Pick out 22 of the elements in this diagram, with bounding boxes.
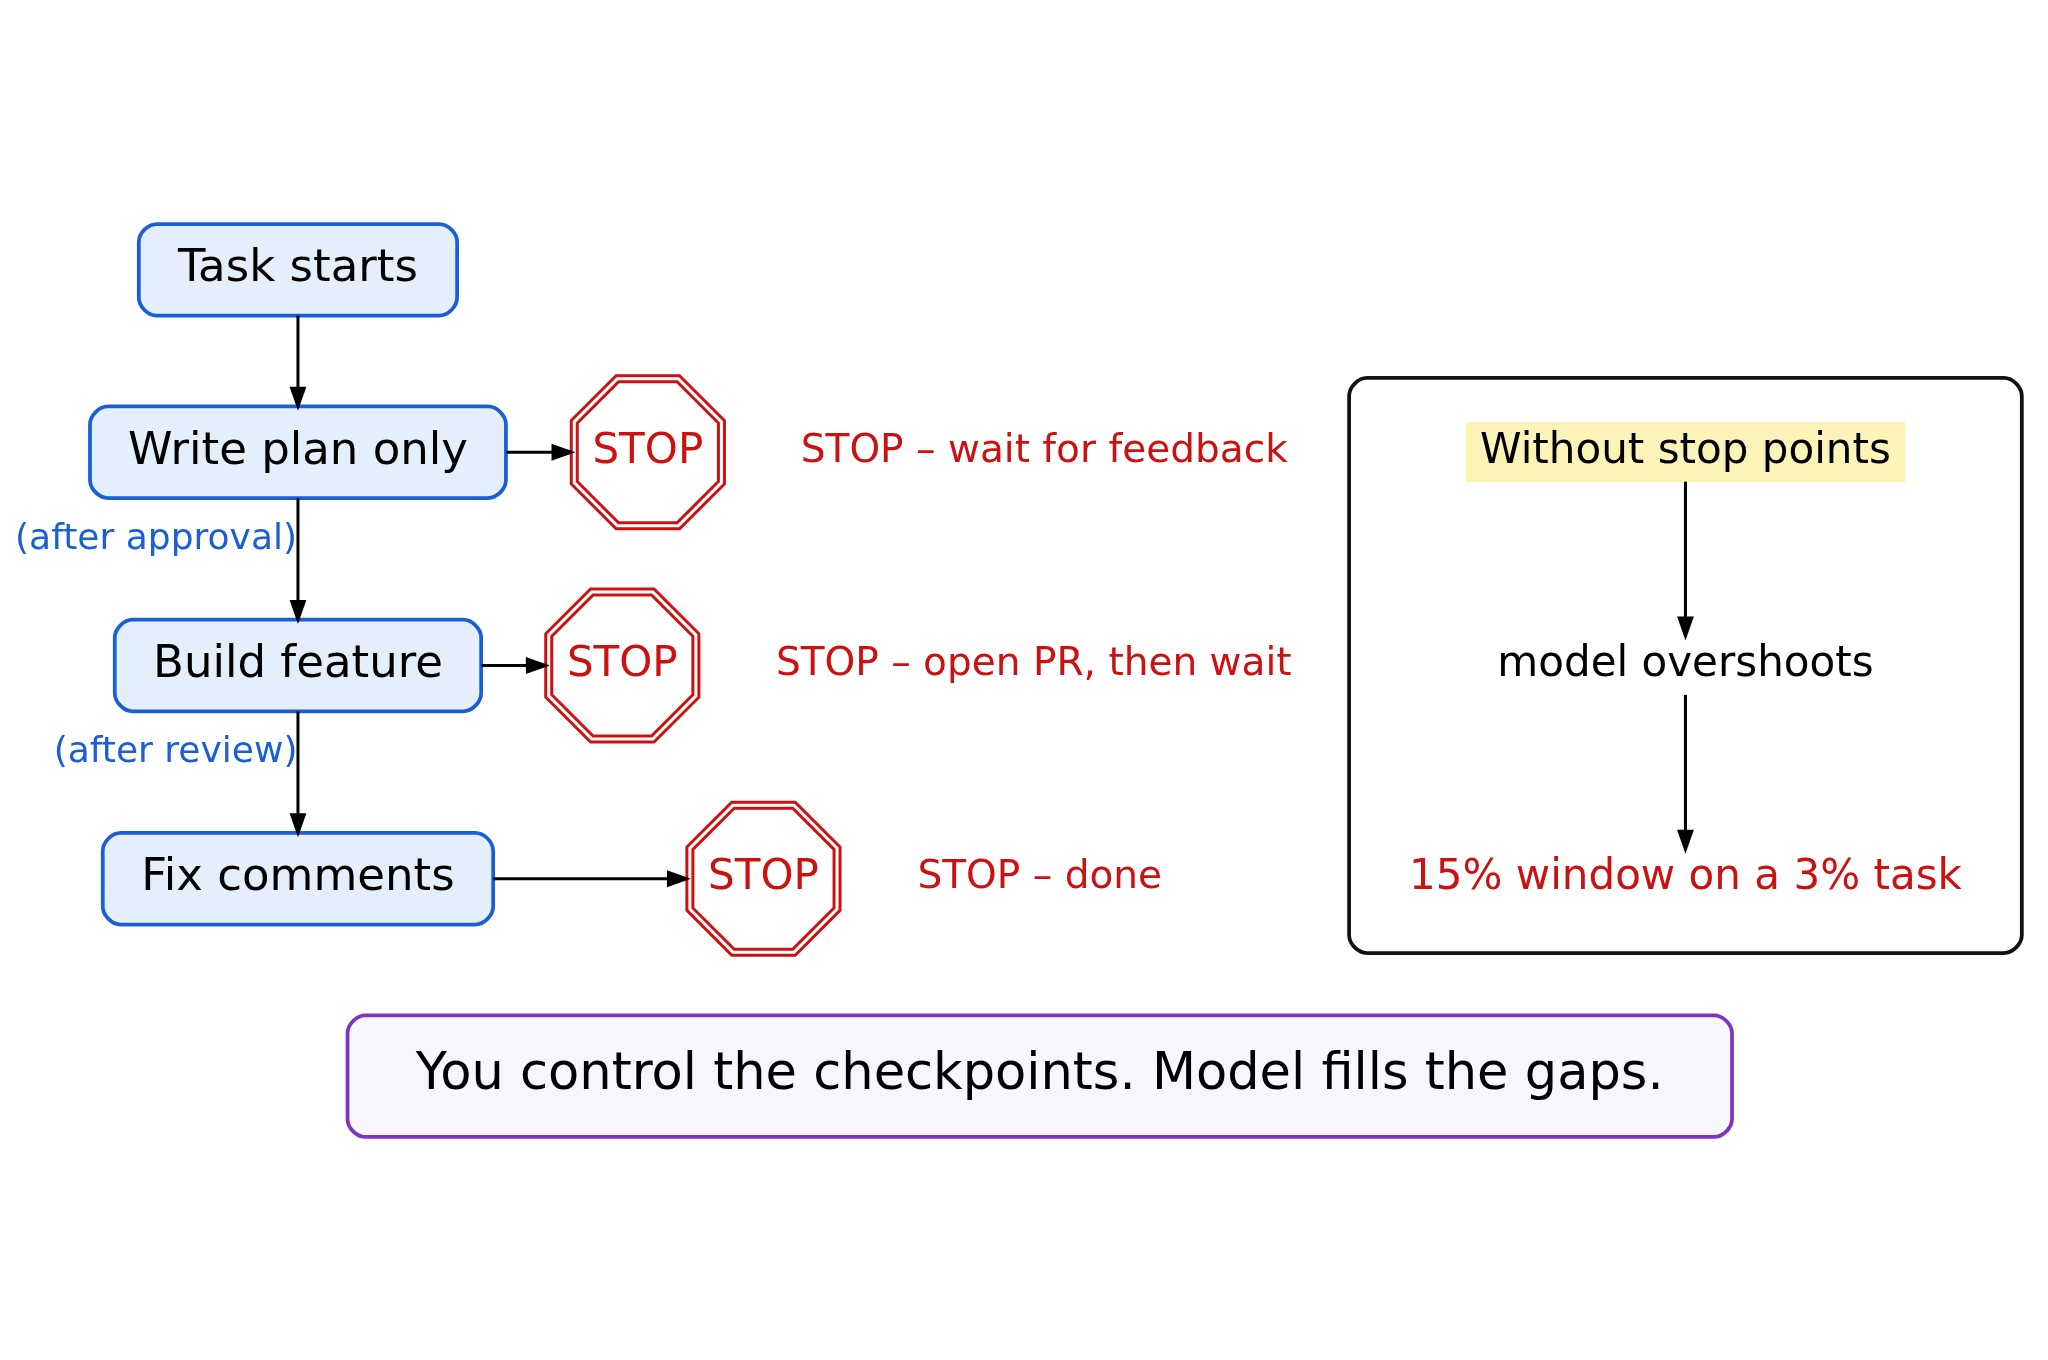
arrow (493, 869, 691, 887)
node-box: Without stop points (1465, 421, 1906, 482)
node-text: model overshoots (1497, 636, 1874, 686)
arrow (289, 497, 307, 624)
node-box: Fix comments (100, 830, 496, 926)
node-box: Task starts (136, 221, 459, 317)
arrow (481, 656, 550, 674)
arrow (289, 315, 307, 411)
cluster (1347, 375, 2024, 955)
edge-label: (after approval) (15, 515, 298, 557)
arrow (506, 443, 576, 461)
node-box: Write plan only (88, 404, 508, 500)
arrow (1677, 481, 1694, 640)
node-text: 15% window on a 3% task (1408, 849, 1962, 899)
node-box: Build feature (112, 617, 484, 713)
arrow (1677, 694, 1694, 854)
arrow (289, 711, 307, 837)
node-label: STOP – wait for feedback (800, 425, 1288, 471)
node-label: STOP – done (917, 851, 1163, 897)
edge-label: (after review) (53, 728, 298, 770)
node-box: You control the checkpoints. Model fills the gaps. (345, 1013, 1734, 1139)
node-label: STOP – open PR, then wait (775, 638, 1292, 684)
